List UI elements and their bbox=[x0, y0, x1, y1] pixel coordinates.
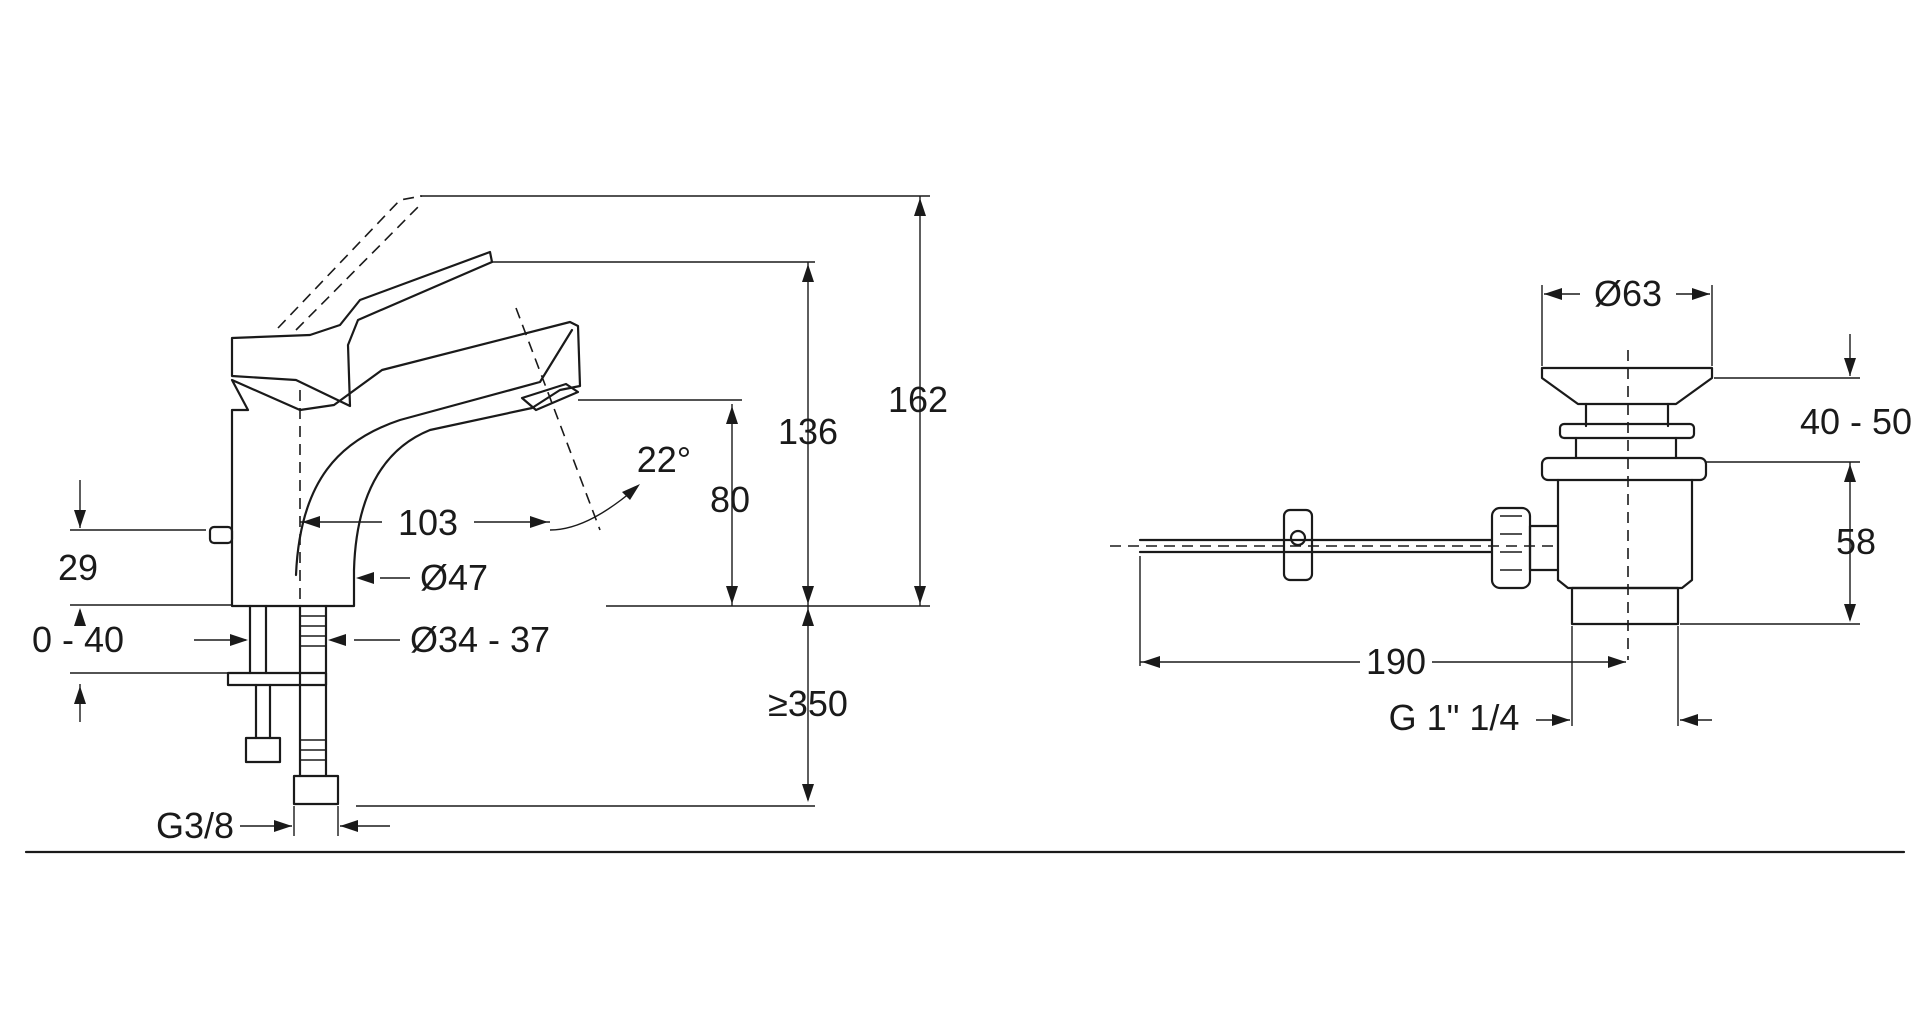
waste-tail bbox=[1570, 586, 1680, 626]
plug-cap bbox=[1540, 366, 1714, 406]
faucet-drawing bbox=[208, 195, 601, 806]
hose-right-thread bbox=[300, 615, 326, 761]
waste-dimensions bbox=[1139, 285, 1860, 726]
dimension-58: 58 bbox=[1836, 521, 1876, 562]
dimension-80: 80 bbox=[710, 479, 750, 520]
dimension-diameter-47: Ø47 bbox=[420, 557, 488, 598]
dimension-190: 190 bbox=[1366, 641, 1426, 682]
dimension-g1-1-4-thread: G 1" 1/4 bbox=[1389, 697, 1520, 738]
faucet-body bbox=[230, 320, 582, 608]
faucet-aerator bbox=[520, 382, 580, 412]
dimension-103: 103 bbox=[398, 502, 458, 543]
faucet-dimensions bbox=[70, 195, 930, 836]
waste-drawing bbox=[1110, 350, 1714, 660]
fixing-plate bbox=[226, 671, 328, 687]
rod-clamp bbox=[1282, 508, 1314, 582]
dimension-diameter-34-37: Ø34 - 37 bbox=[410, 619, 550, 660]
hose-left bbox=[254, 683, 272, 740]
hose-left-nut bbox=[244, 736, 282, 764]
dimension-g3-8: G3/8 bbox=[156, 805, 234, 846]
pop-up-rod bbox=[1138, 538, 1494, 554]
faucet-handle-raised-outline bbox=[277, 195, 423, 331]
hose-right-nut bbox=[292, 774, 340, 806]
spout-centerline bbox=[515, 307, 601, 531]
dimension-40-50: 40 - 50 bbox=[1800, 401, 1912, 442]
dimension-29: 29 bbox=[58, 547, 98, 588]
dimension-0-40: 0 - 40 bbox=[32, 619, 124, 660]
dimension-350: ≥350 bbox=[768, 683, 848, 724]
connector-nut-grip bbox=[1500, 515, 1522, 571]
dimension-136: 136 bbox=[778, 411, 838, 452]
dimension-162: 162 bbox=[888, 379, 948, 420]
waste-nut bbox=[1540, 456, 1708, 482]
side-connector bbox=[1528, 524, 1560, 572]
clamp-screw bbox=[1289, 529, 1307, 547]
plug-stem bbox=[1584, 402, 1670, 428]
dimension-22-degree: 22° bbox=[637, 439, 691, 480]
dimension-diameter-63: Ø63 bbox=[1594, 273, 1662, 314]
waste-neck bbox=[1574, 436, 1678, 460]
connector-nut bbox=[1490, 506, 1532, 590]
waste-flange bbox=[1558, 422, 1696, 440]
pop-up-knob bbox=[208, 525, 234, 545]
tail-rod bbox=[248, 604, 268, 675]
faucet-handle bbox=[230, 250, 494, 408]
waste-body bbox=[1556, 478, 1694, 590]
